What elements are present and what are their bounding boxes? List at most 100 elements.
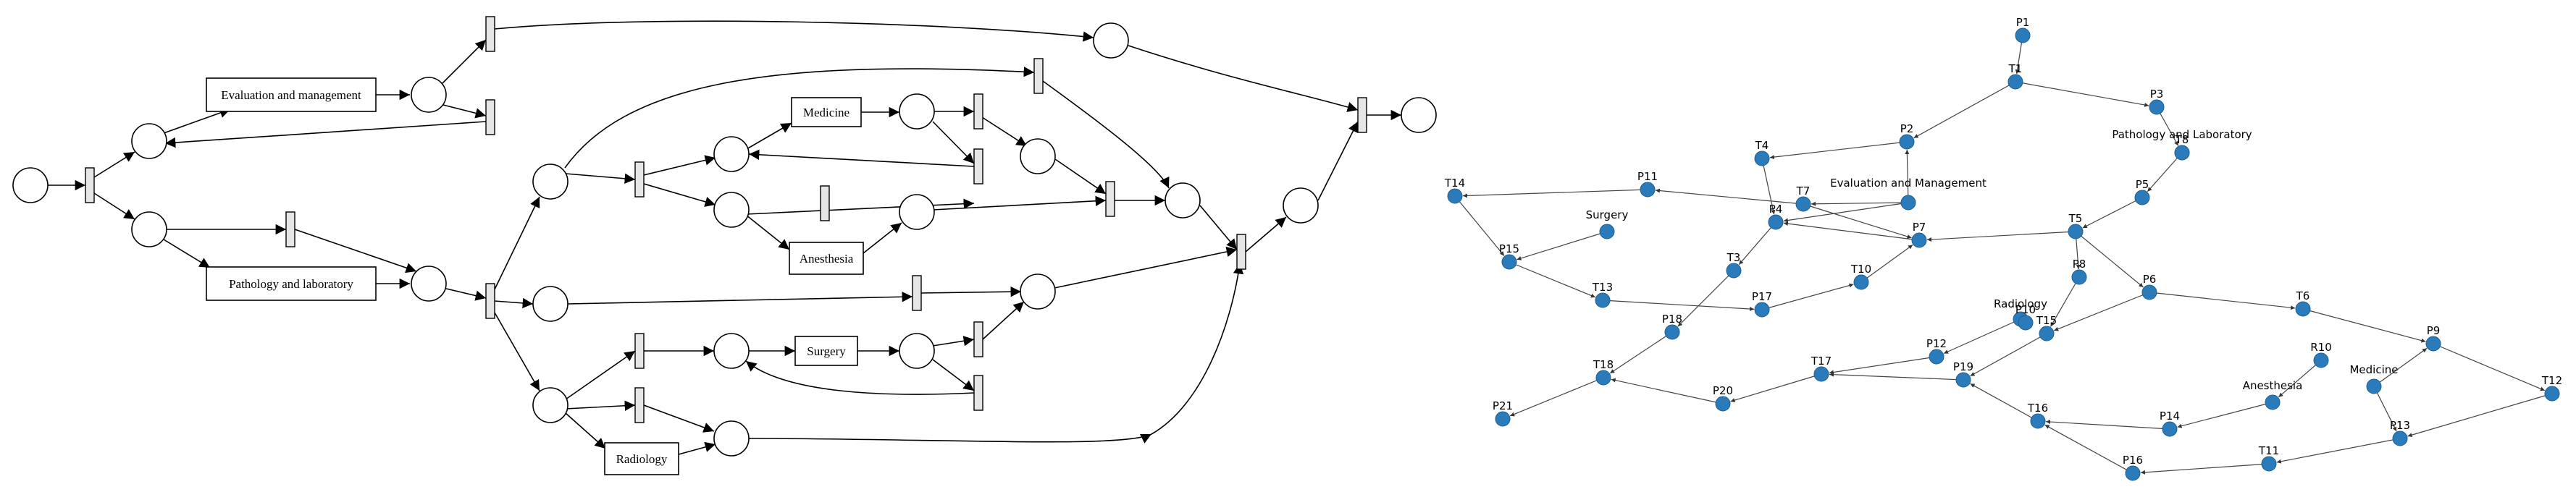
place-p-rad: [713, 420, 750, 457]
arc: [442, 287, 487, 301]
graph-node-p11: [1640, 182, 1656, 198]
graph-edge: [1926, 231, 2076, 242]
graph-label-t18: T18: [1593, 358, 1614, 371]
arc: [93, 192, 135, 220]
graph-node-p18: [1664, 324, 1680, 340]
graph-edge: [2140, 463, 2270, 475]
graph-label-p20: P20: [1713, 384, 1733, 397]
graph-label-r10: R10: [2310, 341, 2332, 354]
graph-label-p9: P9: [2427, 324, 2441, 337]
graph-node-p5: [2134, 190, 2150, 205]
graph-label-p21: P21: [1493, 399, 1513, 412]
place-p-end: [1401, 97, 1437, 133]
graph-label-p6: P6: [2143, 273, 2157, 286]
activity-box-med: [791, 97, 862, 127]
graph-edge: [1783, 221, 1920, 241]
graph-edge: [1970, 383, 2039, 422]
graph-edge: [1943, 318, 2021, 355]
arc: [748, 149, 975, 167]
graph-edge: [1783, 202, 1909, 223]
graph-edge: [1738, 221, 1776, 266]
graph-edge: [2407, 393, 2553, 438]
graph-label-t6: T6: [2296, 289, 2310, 302]
graph-label-p15: P15: [1499, 242, 1519, 255]
graph-label-p13: P13: [2390, 419, 2410, 432]
graph-label-p17: P17: [1752, 290, 1772, 303]
activity-box-anes: [789, 242, 864, 275]
graph-label-t11: T11: [2258, 444, 2279, 457]
transition-t1: [485, 16, 495, 52]
graph-edge: [2433, 343, 2546, 391]
arc: [982, 301, 1025, 340]
arc: [1245, 216, 1287, 253]
transition-t11: [912, 275, 922, 311]
graph-label-p8: P8: [2073, 258, 2086, 271]
arc: [494, 196, 540, 290]
graph-node-pl: [2174, 145, 2190, 161]
arc: [565, 400, 636, 411]
place-p-f: [532, 286, 569, 322]
transition-t0: [85, 167, 95, 203]
graph-edge: [2276, 438, 2401, 464]
graph-node-med: [2366, 378, 2382, 394]
graph-edge: [1509, 377, 1604, 417]
place-p-surg-out: [899, 333, 935, 369]
graph-label-t4: T4: [1755, 139, 1769, 152]
graph-label-p11: P11: [1637, 170, 1658, 183]
graph-node-em: [1900, 195, 1916, 211]
graph-node-t15: [2039, 326, 2055, 342]
arc: [643, 155, 716, 176]
place-p-start: [12, 167, 49, 203]
graph-node-p13: [2392, 430, 2408, 446]
arc: [163, 239, 211, 268]
transition-t3: [285, 211, 295, 247]
arc: [748, 433, 1152, 444]
activity-label-em: Evaluation and management: [221, 88, 361, 102]
transition-t12: [634, 333, 645, 369]
graph-node-t6: [2295, 301, 2311, 317]
transition-t9: [820, 185, 830, 221]
activity-label-anes: Anesthesia: [800, 252, 854, 266]
graph-label-t5: T5: [2068, 212, 2083, 225]
arc: [164, 121, 487, 148]
graph-node-t3: [1726, 263, 1742, 279]
graph-label-t3: T3: [1727, 251, 1741, 264]
transition-t4: [485, 283, 495, 319]
graph-edge: [2053, 292, 2150, 331]
graph-label-t7: T7: [1796, 184, 1811, 198]
arc: [863, 222, 902, 254]
graph-label-t12: T12: [2541, 374, 2562, 387]
graph-edges: [1454, 35, 2553, 475]
arc: [643, 183, 716, 207]
graph-edge: [2373, 386, 2397, 432]
graph-node-t11: [2261, 456, 2277, 472]
graph-edge: [2075, 231, 2144, 288]
graph-label-p7: P7: [1913, 221, 1926, 234]
arc: [745, 214, 790, 250]
graph-edge: [1829, 372, 1964, 381]
graph-node-t12: [2544, 386, 2560, 402]
graph-edge: [1803, 203, 1912, 239]
arc: [565, 350, 636, 400]
graph-label-surg: Surgery: [1586, 208, 1629, 221]
graph-node-t16: [2030, 413, 2046, 429]
place-p-med-out: [899, 93, 935, 130]
graph-label-p2: P2: [1900, 122, 1914, 135]
graph-edge: [1829, 356, 1937, 375]
transition-t10: [1105, 181, 1115, 217]
activity-box-rad: [604, 442, 679, 475]
graph-label-t10: T10: [1850, 263, 1871, 276]
arc: [564, 67, 1035, 169]
place-p-g: [1020, 138, 1056, 174]
arc: [294, 229, 417, 273]
graph-label-p19: P19: [1953, 360, 1973, 373]
graph-node-p7: [1911, 232, 1927, 248]
graph-label-rad: Radiology: [1994, 297, 2047, 310]
arc: [1199, 205, 1238, 250]
graph-label-p1: P1: [2016, 16, 2030, 29]
arc: [1128, 45, 1359, 112]
graph-label-t17: T17: [1811, 355, 1832, 368]
graph-label-p4: P4: [1769, 203, 1783, 216]
